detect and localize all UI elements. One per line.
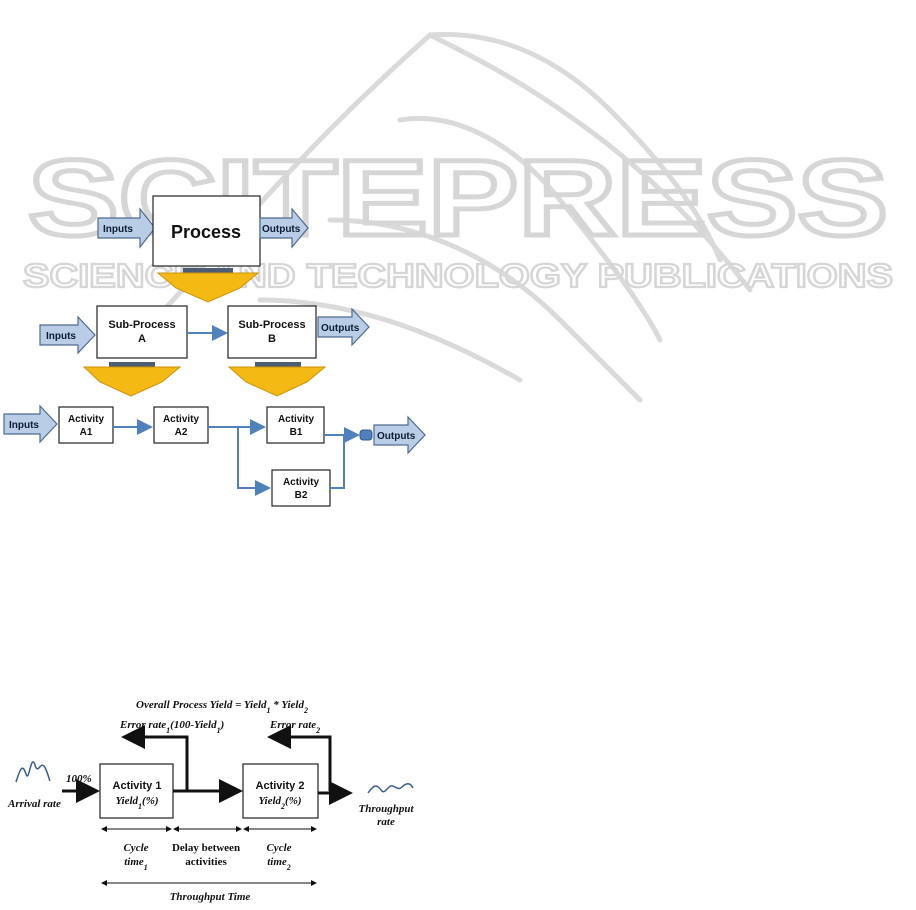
decompose-arrow-1 [156, 268, 260, 303]
activity-1-yield: Yield1(%) [115, 795, 158, 811]
activity-a1-label-line2: A1 [80, 427, 93, 438]
level1-input-arrow: Inputs [97, 207, 156, 249]
activity-b1-label-line2: B1 [290, 427, 303, 438]
connector-b2-out [330, 435, 345, 489]
cycle-time-2-label-line1: Cycle [266, 842, 291, 854]
subprocess-a-label-line1: Sub-Process [108, 319, 175, 331]
input-percent-label: 100% [66, 773, 92, 785]
activity-b1-label-line1: Activity [278, 414, 315, 425]
level3-output-arrow: Outputs [373, 415, 426, 455]
decompose-arrow-2b [227, 362, 327, 397]
watermark-book-icon [147, 31, 753, 403]
subprocess-b-box [227, 305, 317, 359]
process-box [152, 195, 261, 267]
activity-a1-box [58, 406, 114, 444]
overall-yield-formula: Overall Process Yield = Yield1 * Yield2 [136, 699, 308, 715]
cycle-time-2-label-line2: time2 [267, 856, 291, 872]
process-yield-diagram: Overall Process Yield = Yield1 * Yield2 … [7, 699, 414, 903]
activity-2-yield: Yield2(%) [258, 795, 301, 811]
level1-output-arrow: Outputs [259, 207, 309, 249]
activity-1-label: Activity 1 [113, 780, 162, 792]
connector-a2-to-b2 [237, 427, 271, 496]
throughput-rate-label-line1: Throughput [358, 803, 414, 815]
delay-label-line1: Delay between [172, 842, 240, 854]
throughput-time-label: Throughput Time [170, 891, 251, 903]
activity-a2-label-line1: Activity [163, 414, 200, 425]
merge-node [359, 429, 373, 441]
level2-input-label: Inputs [46, 331, 76, 342]
activity-a2-box [153, 406, 209, 444]
activity-b1-box [266, 406, 325, 444]
arrival-rate-label: Arrival rate [7, 798, 61, 810]
activity-a1-label-line1: Activity [68, 414, 105, 425]
level2-output-label: Outputs [321, 323, 360, 334]
level1-input-label: Inputs [103, 224, 133, 235]
activity-b2-label-line1: Activity [283, 477, 320, 488]
level3-input-label: Inputs [9, 420, 39, 431]
process-hierarchy-diagram: Inputs Process Outputs Inputs Sub-Proces… [3, 195, 426, 507]
throughput-rate-icon [367, 783, 414, 794]
activity-2-box [242, 763, 319, 819]
decompose-arrow-2a [82, 362, 182, 397]
subprocess-b-label-line2: B [268, 333, 276, 345]
process-label: Process [171, 222, 241, 242]
activity-b2-box [271, 469, 331, 507]
delay-label-line2: activities [185, 856, 227, 868]
activity-2-label: Activity 2 [256, 780, 305, 792]
level3-output-label: Outputs [377, 431, 416, 442]
subprocess-a-box [96, 305, 188, 359]
cycle-time-1-label-line2: time1 [124, 856, 148, 872]
level3-input-arrow: Inputs [3, 404, 58, 444]
subprocess-a-label-line2: A [138, 333, 146, 345]
level1-output-label: Outputs [262, 224, 301, 235]
activity-1-box [99, 763, 174, 819]
throughput-rate-label-line2: rate [377, 816, 395, 828]
error-rate-2-label: Error rate2 [269, 719, 320, 735]
error-rate-1-label: Error rate1(100-Yield1) [119, 719, 224, 735]
error-rate-2-arrow [267, 725, 332, 791]
cycle-time-1-label-line1: Cycle [123, 842, 148, 854]
level2-output-arrow: Outputs [317, 307, 370, 347]
activity-a2-label-line2: A2 [175, 427, 188, 438]
subprocess-b-label-line1: Sub-Process [238, 319, 305, 331]
arrival-rate-icon [15, 761, 51, 783]
level2-input-arrow: Inputs [39, 315, 96, 355]
error-rate-1-arrow [121, 725, 189, 791]
activity-b2-label-line2: B2 [295, 490, 308, 501]
